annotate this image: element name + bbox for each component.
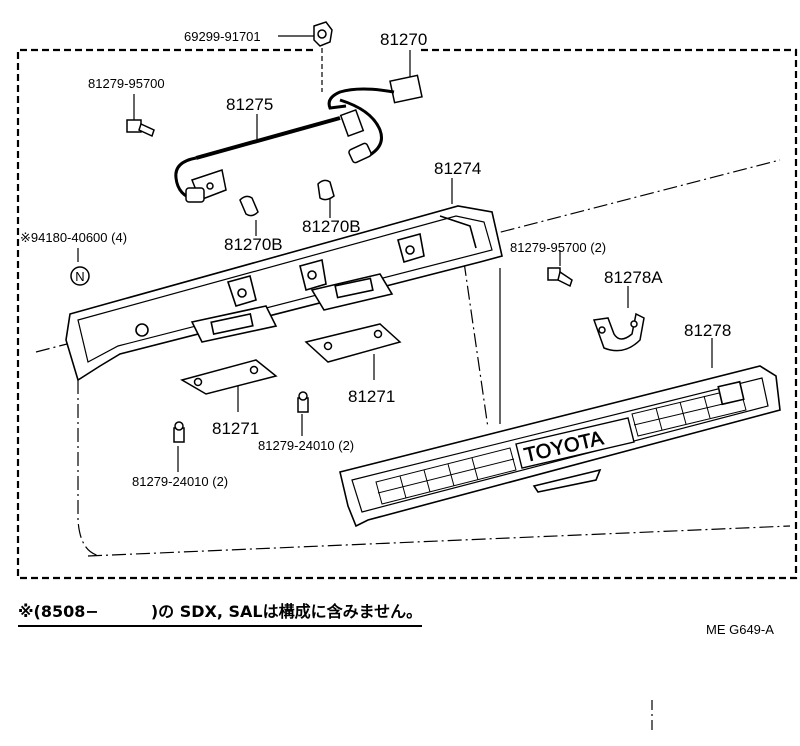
label-81279-95700-right: 81279-95700 (2) <box>510 240 606 255</box>
lamp-wire-part <box>174 116 341 203</box>
wire-harness-part <box>327 74 423 164</box>
n-marker: N <box>70 266 90 286</box>
label-81270: 81270 <box>380 30 427 49</box>
lens-part-right <box>304 323 402 363</box>
label-81278a: 81278A <box>604 268 663 287</box>
bolt-part-right <box>547 267 573 288</box>
lamp-housing-part <box>65 205 503 382</box>
garnish-part: TOYOTA <box>339 365 781 528</box>
label-94180-40600: ※94180-40600 (4) <box>20 230 127 245</box>
part-labels: 69299-91701 81270 81279-95700 81275 8127… <box>20 29 731 489</box>
label-81275: 81275 <box>226 95 273 114</box>
label-81278: 81278 <box>684 321 731 340</box>
label-81271-left: 81271 <box>212 419 259 438</box>
label-81270b-left: 81270B <box>224 235 283 254</box>
bulb-part <box>239 179 335 217</box>
note-prefix: ※(8508− <box>18 602 99 621</box>
label-81274: 81274 <box>434 159 481 178</box>
label-81279-24010-right: 81279-24010 (2) <box>258 438 354 453</box>
lens-part-left <box>180 359 278 395</box>
label-81279-24010-left: 81279-24010 (2) <box>132 474 228 489</box>
leader-lines <box>77 35 713 472</box>
clip-part <box>313 21 333 47</box>
assembly-boundary <box>16 48 798 580</box>
bracket-part <box>592 312 645 352</box>
label-81271-right: 81271 <box>348 387 395 406</box>
figure-code: ME G649-A <box>706 622 774 637</box>
applicability-note: ※(8508− )の SDX, SALは構成に含みません。 <box>18 598 423 627</box>
screw-part <box>173 391 309 443</box>
n-marker-label: N <box>75 269 84 284</box>
bolt-part <box>126 119 155 138</box>
label-81279-95700-upper: 81279-95700 <box>88 76 165 91</box>
label-69299-91701: 69299-91701 <box>184 29 261 44</box>
label-81270b-right: 81270B <box>302 217 361 236</box>
note-suffix: )の SDX, SALは構成に含みません。 <box>150 602 423 621</box>
